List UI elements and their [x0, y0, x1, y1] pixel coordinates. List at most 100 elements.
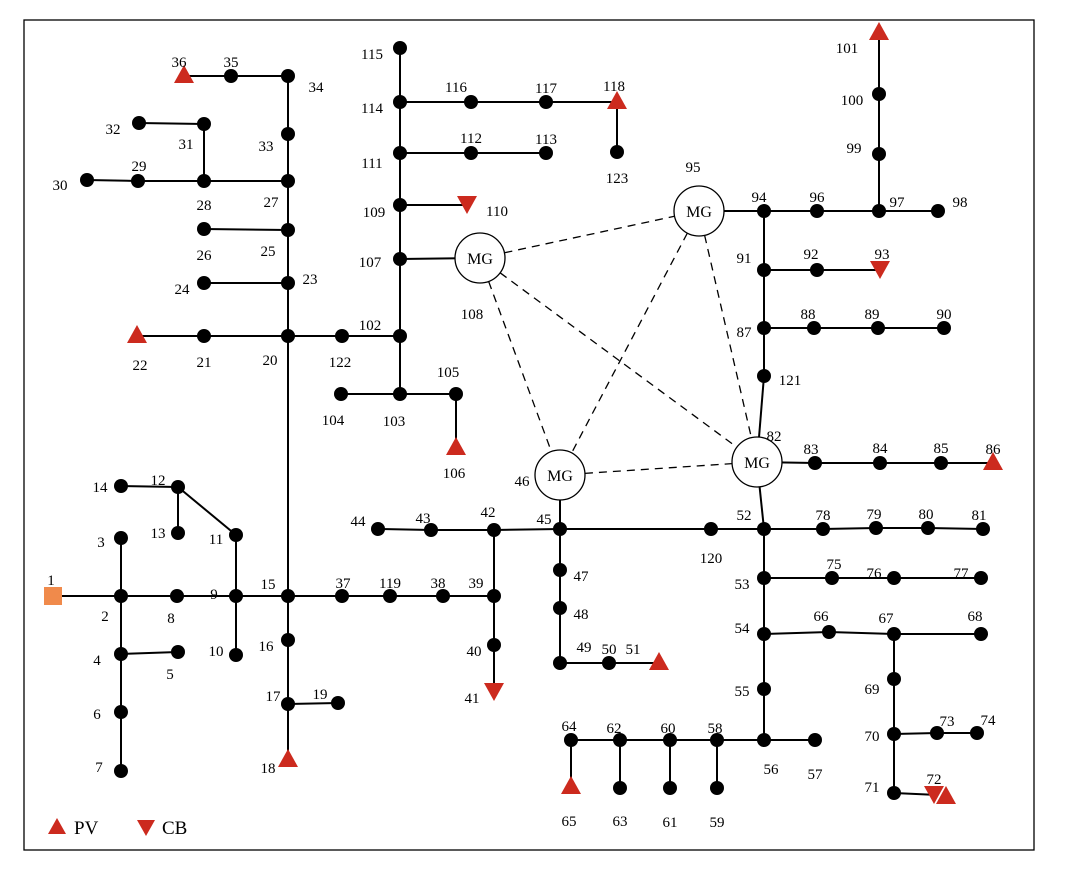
bus-label-109: 109 [363, 205, 386, 221]
bus-node-23 [281, 276, 295, 290]
bus-node-67 [887, 627, 901, 641]
bus-label-40: 40 [467, 644, 482, 660]
bus-label-121: 121 [779, 373, 802, 389]
bus-node-63 [613, 781, 627, 795]
bus-label-79: 79 [867, 507, 882, 523]
pv-icon-86 [983, 452, 1003, 470]
cb-icon-93 [870, 261, 890, 279]
bus-node-30 [80, 173, 94, 187]
bus-node-13 [171, 526, 185, 540]
frame [23, 19, 1035, 851]
bus-label-33: 33 [259, 139, 274, 155]
bus-label-15: 15 [261, 577, 276, 593]
bus-node-120 [704, 522, 718, 536]
bus-label-32: 32 [106, 122, 121, 138]
bus-label-31: 31 [179, 137, 194, 153]
pv-icon-18 [278, 749, 298, 767]
bus-node-50 [602, 656, 616, 670]
bus-node-119 [383, 589, 397, 603]
mg-link-95-82 [703, 235, 753, 438]
mg-circle-95 [673, 185, 725, 237]
device-markers [127, 22, 1003, 804]
bus-labels: 1234567891011121314151617181920212223242… [47, 41, 1001, 831]
bus-node-92 [810, 263, 824, 277]
bus-node-115 [393, 41, 407, 55]
bus-node-19 [331, 696, 345, 710]
bus-node-80 [921, 521, 935, 535]
bus-node-88 [807, 321, 821, 335]
bus-node-62 [613, 733, 627, 747]
bus-node-105 [449, 387, 463, 401]
bus-node-121 [757, 369, 771, 383]
branch-12-14 [120, 485, 179, 488]
bus-label-103: 103 [383, 414, 406, 430]
bus-node-99 [872, 147, 886, 161]
bus-node-112 [464, 146, 478, 160]
bus-label-27: 27 [264, 195, 280, 211]
bus-node-107 [393, 252, 407, 266]
bus-label-39: 39 [469, 576, 484, 592]
bus-node-53 [757, 571, 771, 585]
bus-label-72: 72 [927, 772, 942, 788]
bus-node-113 [539, 146, 553, 160]
bus-label-37: 37 [336, 576, 352, 592]
bus-label-71: 71 [865, 780, 880, 796]
bus-node-100 [872, 87, 886, 101]
bus-label-51: 51 [626, 642, 641, 658]
mg-link-46-82 [584, 462, 733, 475]
bus-label-42: 42 [481, 505, 496, 521]
mg-label-108: MG [467, 251, 493, 268]
bus-label-55: 55 [735, 684, 750, 700]
bus-node-39 [487, 589, 501, 603]
bus-label-45: 45 [537, 512, 552, 528]
bus-node-123 [610, 145, 624, 159]
bus-node-71 [887, 786, 901, 800]
bus-label-6: 6 [93, 707, 101, 723]
bus-node-49 [553, 656, 567, 670]
bus-label-44: 44 [351, 514, 367, 530]
bus-node-35 [224, 69, 238, 83]
bus-label-18: 18 [261, 761, 276, 777]
bus-label-1: 1 [47, 573, 55, 589]
bus-label-54: 54 [735, 621, 751, 637]
mg-circle-82 [731, 436, 783, 488]
bus-label-38: 38 [431, 576, 446, 592]
bus-label-9: 9 [210, 587, 218, 603]
bus-node-85 [934, 456, 948, 470]
bus-label-65: 65 [562, 814, 577, 830]
bus-node-79 [869, 521, 883, 535]
branch-31-32 [138, 122, 205, 125]
bus-node-109 [393, 198, 407, 212]
bus-label-104: 104 [322, 413, 345, 429]
bus-node-54 [757, 627, 771, 641]
branch-70-73 [893, 732, 938, 735]
bus-label-62: 62 [607, 721, 622, 737]
bus-label-63: 63 [613, 814, 628, 830]
mg-link-108-95 [504, 215, 675, 254]
pv-icon-118 [607, 91, 627, 109]
bus-label-48: 48 [574, 607, 589, 623]
pv-icon-51 [649, 652, 669, 670]
bus-node-34 [281, 69, 295, 83]
bus-label-80: 80 [919, 507, 934, 523]
bus-label-92: 92 [804, 247, 819, 263]
bus-node-73 [930, 726, 944, 740]
bus-node-29 [131, 174, 145, 188]
bus-label-13: 13 [151, 526, 166, 542]
mg-link-95-46 [571, 232, 688, 454]
mg-link-108-46 [488, 281, 552, 452]
bus-label-17: 17 [266, 689, 282, 705]
bus-label-100: 100 [841, 93, 864, 109]
bus-label-75: 75 [827, 557, 842, 573]
bus-label-78: 78 [816, 508, 831, 524]
branch-25-26 [203, 228, 289, 231]
bus-nodes [44, 41, 990, 800]
branch-42-45 [493, 528, 561, 531]
bus-label-10: 10 [209, 644, 224, 660]
bus-label-77: 77 [954, 566, 970, 582]
bus-label-85: 85 [934, 441, 949, 457]
pv-icon-65 [561, 776, 581, 794]
bus-label-84: 84 [873, 441, 889, 457]
bus-label-98: 98 [953, 195, 968, 211]
